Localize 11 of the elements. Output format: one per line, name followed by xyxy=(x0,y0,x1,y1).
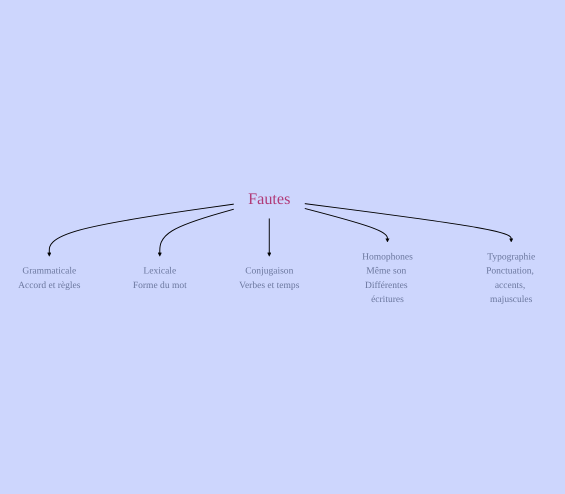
node-text: Grammaticale Accord et règles xyxy=(18,266,80,291)
node-text: Lexicale Forme du mot xyxy=(132,266,187,291)
arrow xyxy=(267,218,272,257)
arrow xyxy=(304,203,514,243)
arrow xyxy=(304,208,390,243)
arrow xyxy=(47,204,234,257)
node-text: Typographie Ponctuation, accents, majuscules xyxy=(486,252,536,305)
node-text: Homophones Même son Différentes écritures xyxy=(362,252,413,305)
node-text: Conjugaison Verbes et temps xyxy=(239,266,300,291)
node-text: Fautes xyxy=(248,190,290,208)
arrow xyxy=(158,209,234,257)
